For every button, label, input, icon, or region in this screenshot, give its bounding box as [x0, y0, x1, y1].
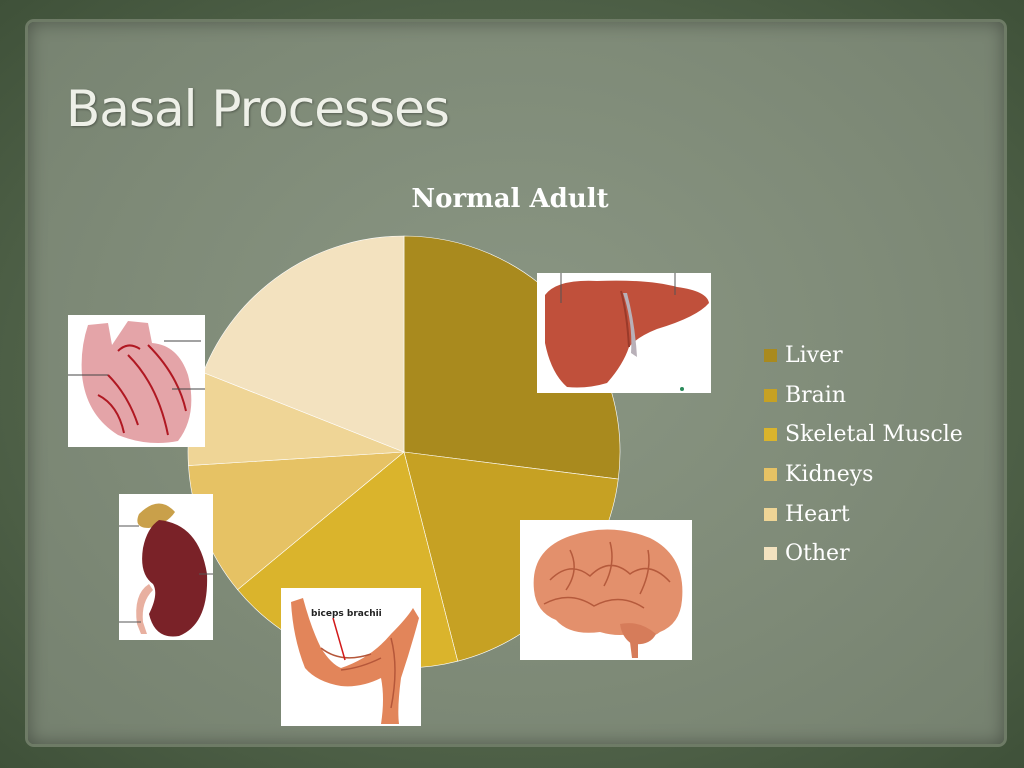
legend-swatch [764, 428, 777, 442]
kidney-image [119, 494, 213, 640]
legend-item: Other [764, 534, 963, 574]
legend-swatch [764, 388, 777, 402]
legend-item: Skeletal Muscle [764, 415, 963, 455]
heart-image [68, 315, 205, 447]
legend-item: Heart [764, 494, 963, 534]
legend-label: Brain [785, 382, 847, 408]
legend-swatch [764, 349, 777, 363]
chart-title: Normal Adult [411, 184, 609, 214]
muscle-image: biceps brachii [281, 588, 421, 726]
muscle-label: biceps brachii [311, 609, 382, 619]
brain-image [520, 520, 692, 660]
slide-title: Basal Processes [66, 80, 450, 138]
legend-item: Liver [764, 336, 963, 376]
legend-label: Skeletal Muscle [785, 422, 963, 448]
legend-label: Other [785, 541, 850, 567]
legend-item: Brain [764, 376, 963, 416]
legend-item: Kidneys [764, 455, 963, 495]
legend-swatch [764, 547, 777, 561]
pie-slice-other [202, 235, 405, 453]
legend-label: Kidneys [785, 462, 874, 488]
legend-swatch [764, 507, 777, 521]
legend-label: Heart [785, 501, 850, 527]
pie-chart [187, 235, 621, 669]
legend-label: Liver [785, 343, 843, 369]
liver-image [537, 273, 711, 393]
legend-swatch [764, 468, 777, 482]
